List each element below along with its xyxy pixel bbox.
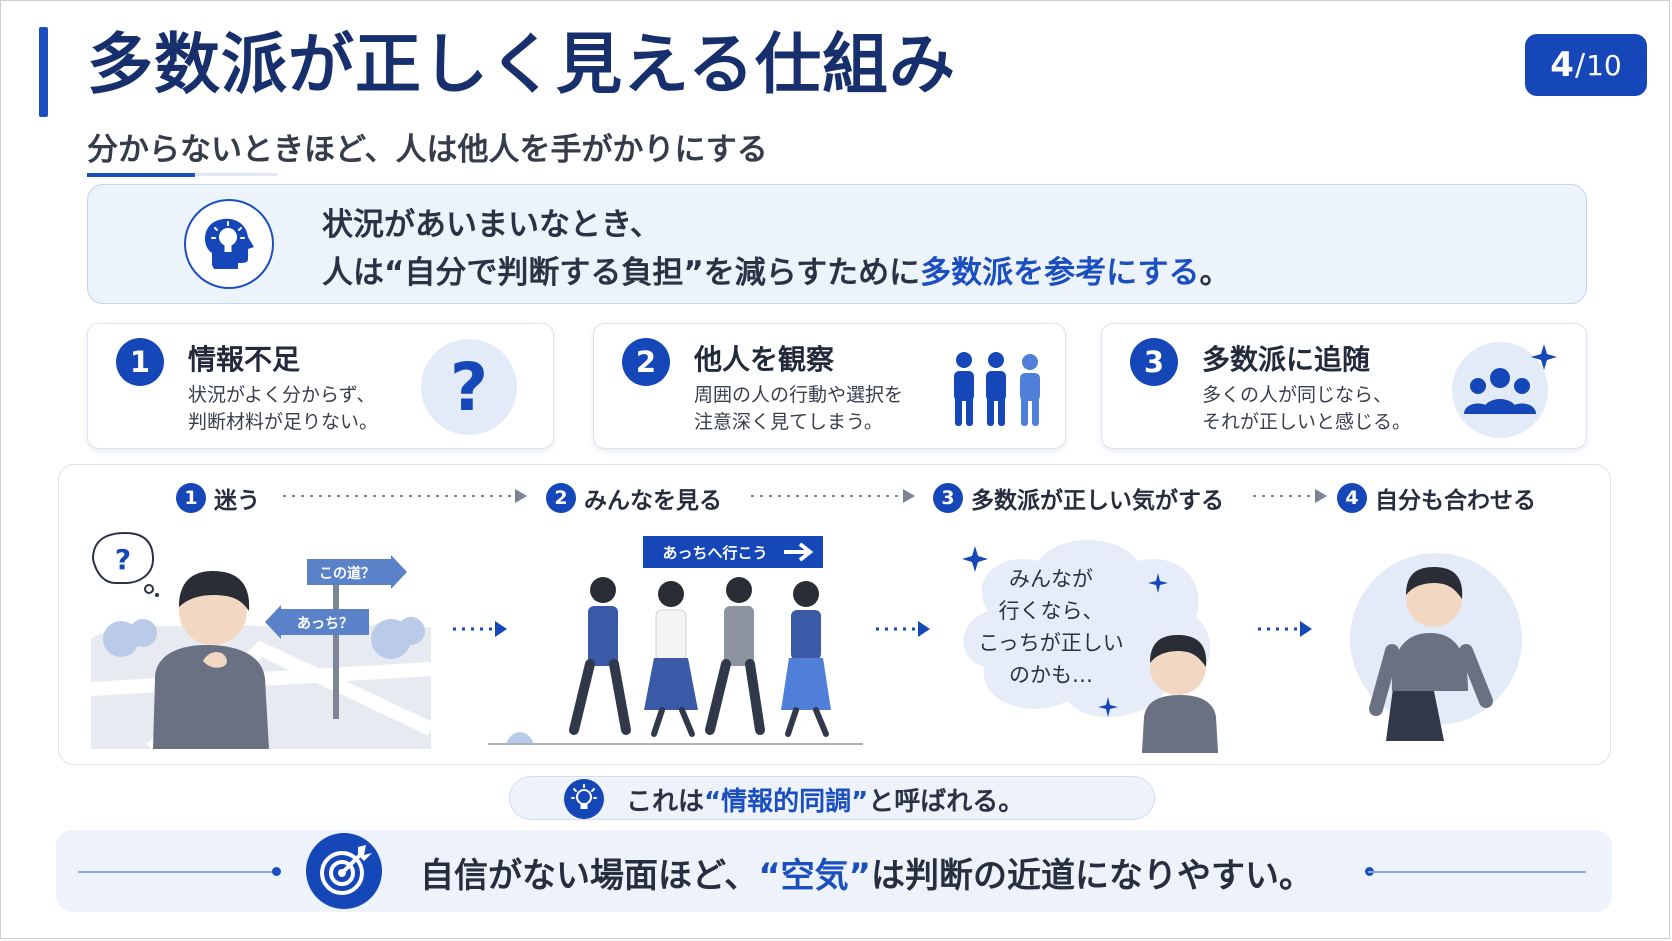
- question-mark-icon: ?: [420, 338, 518, 440]
- card-desc-line: 注意深く見てしまう。: [694, 411, 883, 433]
- card-observe-others: 2 他人を観察 周囲の人の行動や選択を 注意深く見てしまう。: [593, 323, 1066, 449]
- title-accent-bar: [39, 27, 48, 117]
- intro-text: 状況があいまいなとき、 人は“自分で判断する負担”を減らすために多数派を参考にす…: [322, 201, 1230, 297]
- page-current: 4: [1550, 45, 1574, 85]
- sign-top-text: この道？: [319, 565, 375, 582]
- intro-line-1: 状況があいまいなとき、: [322, 207, 661, 243]
- page-total: 10: [1586, 48, 1622, 82]
- decorative-dot: [272, 867, 281, 876]
- direction-sign-text: あっちへ行こう: [662, 544, 767, 562]
- dotted-arrow-icon: [1258, 621, 1312, 637]
- intro-panel: 状況があいまいなとき、 人は“自分で判断する負担”を減らすために多数派を参考にす…: [87, 184, 1587, 304]
- dotted-arrow-icon: [1253, 489, 1327, 503]
- intro-line-2-highlight: 多数派を参考にする: [920, 255, 1200, 291]
- page-separator: /: [1574, 47, 1586, 83]
- card-title: 情報不足: [188, 343, 301, 376]
- note-text: これは“情報的同調”と呼ばれる。: [626, 781, 1024, 818]
- step-text: 自分も合わせる: [1375, 488, 1536, 514]
- dotted-arrow-icon: [876, 621, 930, 637]
- scene-thinking-majority: みんなが 行くなら、 こっちが正しい のかも…: [948, 531, 1248, 753]
- scene-walking-crowd: あっちへ行こう: [488, 534, 863, 749]
- page-subtitle: 分からないときほど、人は他人を手がかりにする: [87, 132, 768, 168]
- card-description: 状況がよく分からず、 判断材料が足りない。: [188, 382, 378, 436]
- decorative-line: [78, 871, 278, 873]
- thought-line: みんなが: [1009, 567, 1093, 591]
- thought-question: ?: [115, 543, 131, 576]
- card-title: 多数派に追随: [1202, 343, 1371, 376]
- card-desc-line: 判断材料が足りない。: [188, 411, 379, 433]
- conclusion-text: 自信がない場面ほど、“空気”は判断の近道になりやすい。: [420, 848, 1313, 897]
- thought-line: 行くなら、: [998, 599, 1104, 623]
- thought-line: のかも…: [1009, 663, 1093, 687]
- conclusion-after: は判断の近道になりやすい。: [871, 856, 1314, 896]
- card-desc-line: 状況がよく分からず、: [188, 384, 376, 406]
- step-text: 多数派が正しい気がする: [971, 488, 1224, 514]
- card-info-shortage: 1 情報不足 状況がよく分からず、 判断材料が足りない。 ?: [87, 323, 554, 449]
- sign-bottom-text: あっち？: [297, 616, 353, 632]
- card-desc-line: 多くの人が同じなら、: [1202, 384, 1393, 406]
- step-number: 4: [1337, 483, 1367, 513]
- card-number: 1: [116, 338, 164, 386]
- lightbulb-icon: [564, 779, 604, 819]
- conclusion-panel: 自信がない場面ほど、“空気”は判断の近道になりやすい。: [56, 830, 1612, 912]
- step-4-label: 4 自分も合わせる: [1337, 481, 1536, 515]
- scene-following-person: [1336, 541, 1526, 751]
- page-title: 多数派が正しく見える仕組み: [87, 26, 957, 103]
- svg-text:?: ?: [450, 349, 488, 426]
- card-desc-line: それが正しいと感じる。: [1202, 411, 1412, 433]
- card-number: 2: [622, 338, 670, 386]
- step-3-label: 3 多数派が正しい気がする: [933, 481, 1224, 515]
- card-desc-line: 周囲の人の行動や選択を: [694, 384, 904, 406]
- dotted-arrow-icon: [751, 489, 915, 503]
- thought-cloud-text: みんなが 行くなら、 こっちが正しい のかも…: [976, 563, 1126, 691]
- step-number: 1: [176, 483, 206, 513]
- intro-line-2: 人は“自分で判断する負担”を減らすために多数派を参考にする。: [322, 249, 1230, 297]
- note-before: これは: [626, 787, 705, 817]
- people-group-icon: [948, 350, 1048, 432]
- dotted-arrow-icon: [453, 621, 507, 637]
- step-2-label: 2 みんなを見る: [546, 481, 722, 515]
- step-text: 迷う: [214, 488, 260, 514]
- crowd-sparkle-icon: [1450, 334, 1560, 444]
- card-follow-majority: 3 多数派に追随 多くの人が同じなら、 それが正しいと感じる。: [1101, 323, 1587, 449]
- thought-line: こっちが正しい: [978, 631, 1124, 655]
- intro-line-2-before: 人は“自分で判断する負担”を減らすために: [322, 255, 921, 291]
- head-lightbulb-icon: [184, 199, 274, 289]
- card-description: 周囲の人の行動や選択を 注意深く見てしまう。: [694, 382, 903, 436]
- note-highlight: “情報的同調”: [704, 787, 869, 817]
- card-title: 他人を観察: [694, 343, 835, 376]
- conclusion-highlight: “空気”: [758, 856, 872, 896]
- intro-line-2-after: 。: [1199, 255, 1231, 291]
- card-number: 3: [1130, 338, 1178, 386]
- step-1-label: 1 迷う: [176, 481, 260, 515]
- step-number: 2: [546, 483, 576, 513]
- target-icon: [306, 833, 382, 909]
- conclusion-before: 自信がない場面ほど、: [420, 856, 759, 896]
- dotted-arrow-icon: [283, 489, 527, 503]
- scene-confused-crossroads: この道？ あっち？ ?: [90, 529, 434, 755]
- card-description: 多くの人が同じなら、 それが正しいと感じる。: [1202, 382, 1411, 436]
- page-indicator: 4 / 10: [1525, 34, 1647, 96]
- step-number: 3: [933, 483, 963, 513]
- note-after: と呼ばれる。: [868, 787, 1025, 817]
- note-pill: これは“情報的同調”と呼ばれる。: [509, 776, 1155, 820]
- decorative-line: [1368, 871, 1586, 873]
- subtitle-underline-accent: [87, 173, 195, 177]
- step-text: みんなを見る: [584, 488, 722, 514]
